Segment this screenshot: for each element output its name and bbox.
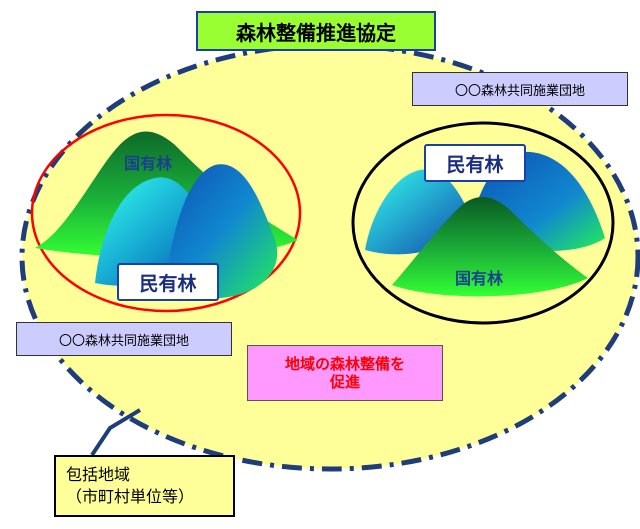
left-area-ellipse	[30, 113, 302, 313]
joint-forestry-group-bottom: 〇〇森林共同施業団地	[16, 322, 232, 356]
private-forest-label-left: 民有林	[117, 263, 219, 301]
joint-forestry-group-top: 〇〇森林共同施業団地	[412, 72, 628, 106]
promotion-box: 地域の森林整備を 促進	[247, 345, 443, 401]
region-leader-line	[90, 408, 142, 457]
region-label-box: 包括地域 （市町村単位等）	[54, 455, 235, 517]
promotion-line-1: 地域の森林整備を	[284, 355, 405, 373]
right-area-ellipse	[351, 121, 615, 325]
national-forest-label-right: 国有林	[455, 269, 504, 288]
private-forest-label-right: 民有林	[424, 144, 526, 182]
region-line-1: 包括地域	[66, 465, 131, 485]
region-line-2: （市町村単位等）	[66, 487, 195, 506]
promotion-line-2: 促進	[329, 373, 360, 391]
national-forest-label-left: 国有林	[124, 154, 173, 173]
agreement-title: 森林整備推進協定	[196, 11, 436, 51]
national-forest-mountain-right	[392, 196, 588, 297]
